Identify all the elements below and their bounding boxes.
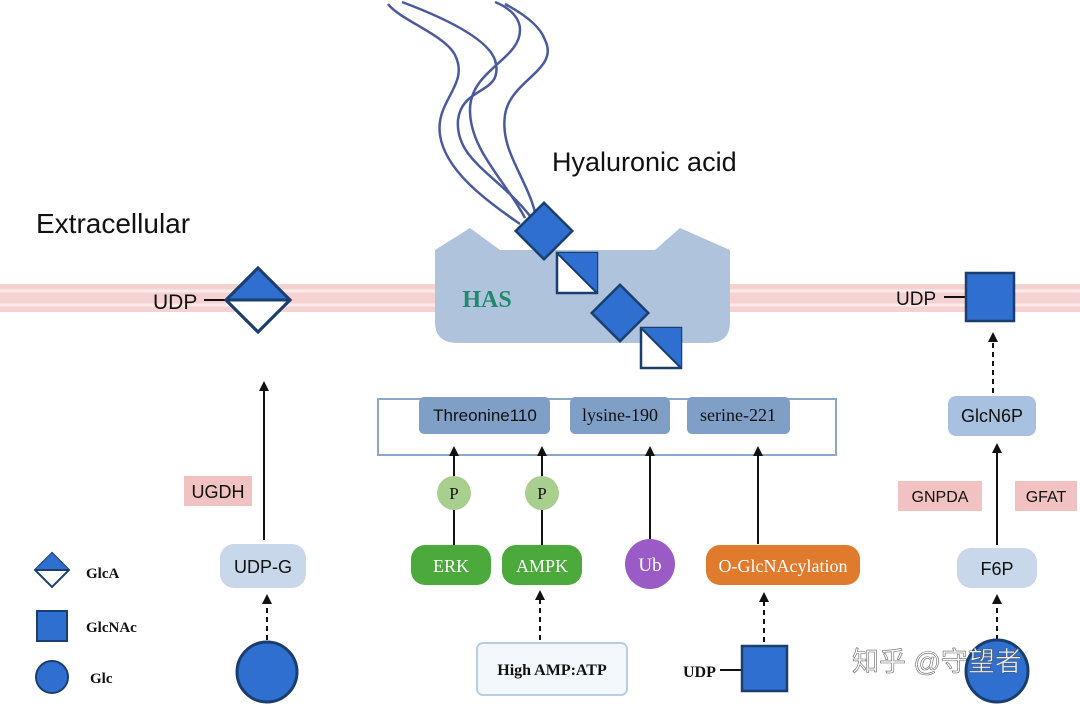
residue-lysine-label: lysine-190 [582, 405, 658, 425]
ampk-box [502, 545, 582, 585]
gnpda-label: GNPDA [912, 489, 969, 506]
gnpda-box [898, 481, 982, 511]
phosphate-circle-1 [437, 476, 471, 510]
ub-label: Ub [638, 555, 661, 576]
watermark: 知乎 @守望者 [852, 647, 1022, 677]
high-amp-label: High AMP:ATP [497, 662, 607, 679]
legend-glcnac-icon [36, 610, 68, 642]
legend-glca-icon [33, 551, 71, 589]
high-amp-box [476, 642, 628, 696]
residue-lysine-box [570, 397, 670, 434]
gfat-box [1015, 481, 1077, 511]
residue-threonine-label: Threonine110 [433, 406, 537, 425]
glc-circle-left [235, 640, 299, 704]
phosphate-label-2: P [537, 484, 546, 503]
udp-left-label: UDP [153, 291, 197, 314]
legend: GlcA GlcNAc Glc [33, 551, 137, 694]
udp-g-label: UDP-G [234, 557, 292, 577]
oglcnac-label: O-GlcNAcylation [719, 556, 848, 576]
ugdh-label: UGDH [192, 482, 245, 502]
glcn6p-box [948, 396, 1036, 436]
phosphate-label-1: P [449, 484, 458, 503]
glcn6p-label: GlcN6P [961, 406, 1023, 426]
glca-diamond-1 [555, 251, 599, 295]
residue-serine-box [687, 397, 790, 434]
phosphate-circle-2 [525, 476, 559, 510]
residue-serine-label: serine-221 [700, 405, 776, 425]
residue-threonine-box [419, 397, 550, 434]
f6p-box [957, 548, 1037, 588]
udp-right-label: UDP [896, 289, 936, 310]
oglcnac-box [706, 545, 860, 585]
erk-box [411, 545, 491, 585]
ub-circle [625, 539, 675, 589]
glcnac-square-bottom [740, 644, 789, 693]
ampk-label: AMPK [516, 556, 568, 576]
has-label: HAS [462, 287, 511, 313]
glcnac-square-1 [513, 200, 575, 262]
legend-glcnac-label: GlcNAc [86, 620, 137, 636]
gfat-label: GFAT [1026, 489, 1067, 506]
glcnac-square-2 [589, 282, 651, 344]
hyaluronic-acid-label: Hyaluronic acid [552, 147, 737, 177]
erk-label: ERK [433, 556, 469, 576]
glca-diamond-2 [639, 326, 683, 370]
legend-glc-icon [35, 660, 69, 694]
hyaluronic-acid-chain [387, 0, 549, 226]
glcnac-square-membrane [964, 271, 1016, 323]
extracellular-label: Extracellular [36, 208, 190, 239]
udp-bottom-label: UDP [683, 664, 716, 681]
glca-diamond-membrane [223, 265, 293, 335]
glc-circle-right [964, 638, 1030, 704]
legend-glca-label: GlcA [86, 566, 119, 582]
ugdh-box [184, 476, 252, 506]
udp-g-box [220, 544, 306, 588]
f6p-label: F6P [980, 559, 1013, 579]
legend-glc-label: Glc [90, 671, 113, 687]
